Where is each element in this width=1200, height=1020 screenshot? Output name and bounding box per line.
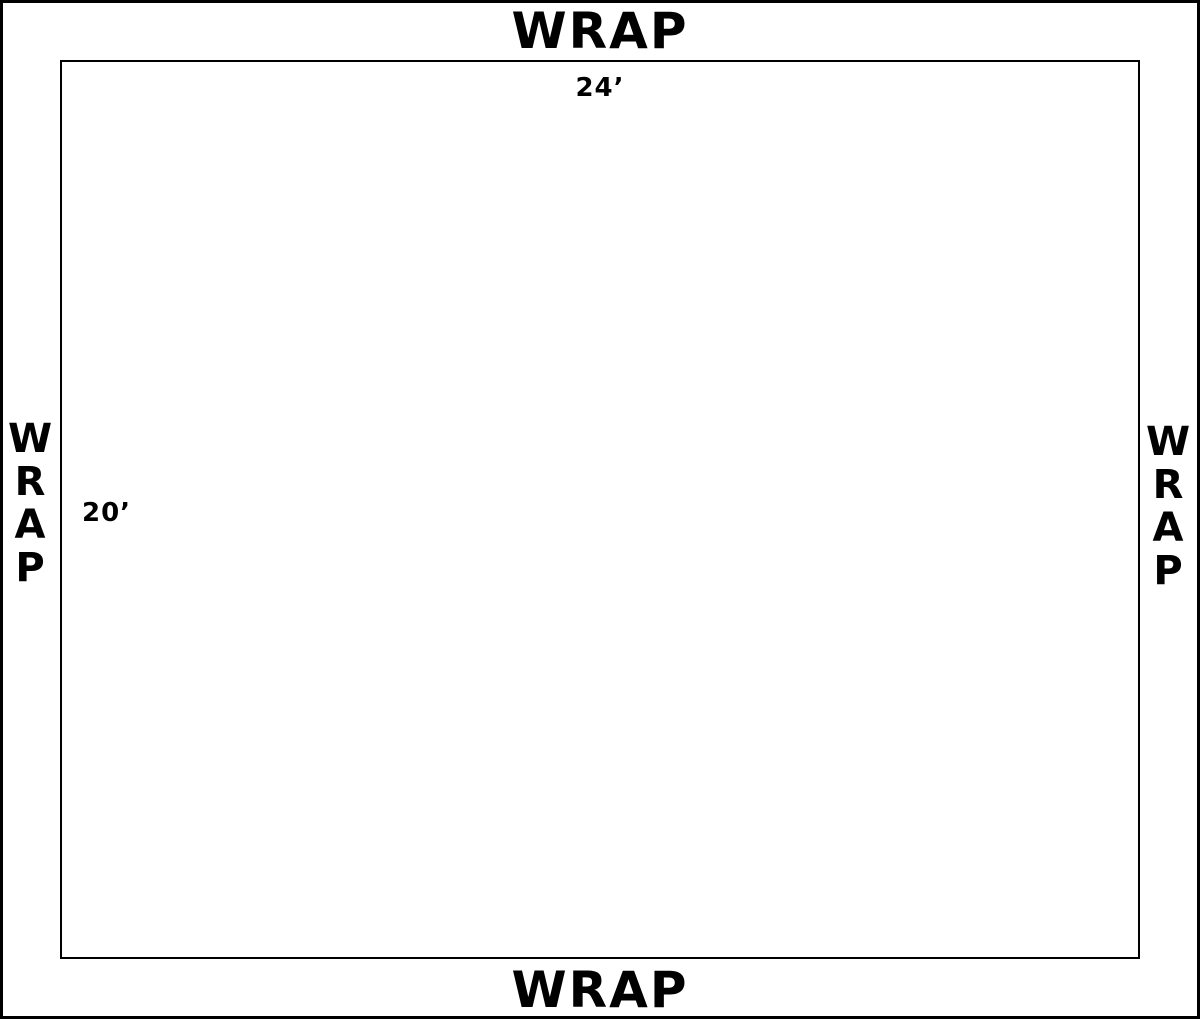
height-dimension-label: 20’ [82, 498, 132, 528]
wrap-label-left: WRAP [7, 416, 53, 591]
width-dimension-label: 24’ [575, 73, 625, 103]
wrap-label-bottom: WRAP [511, 961, 689, 1019]
wrap-label-top: WRAP [511, 2, 689, 60]
wrap-label-right: WRAP [1145, 419, 1191, 594]
inner-panel-border [60, 60, 1140, 959]
